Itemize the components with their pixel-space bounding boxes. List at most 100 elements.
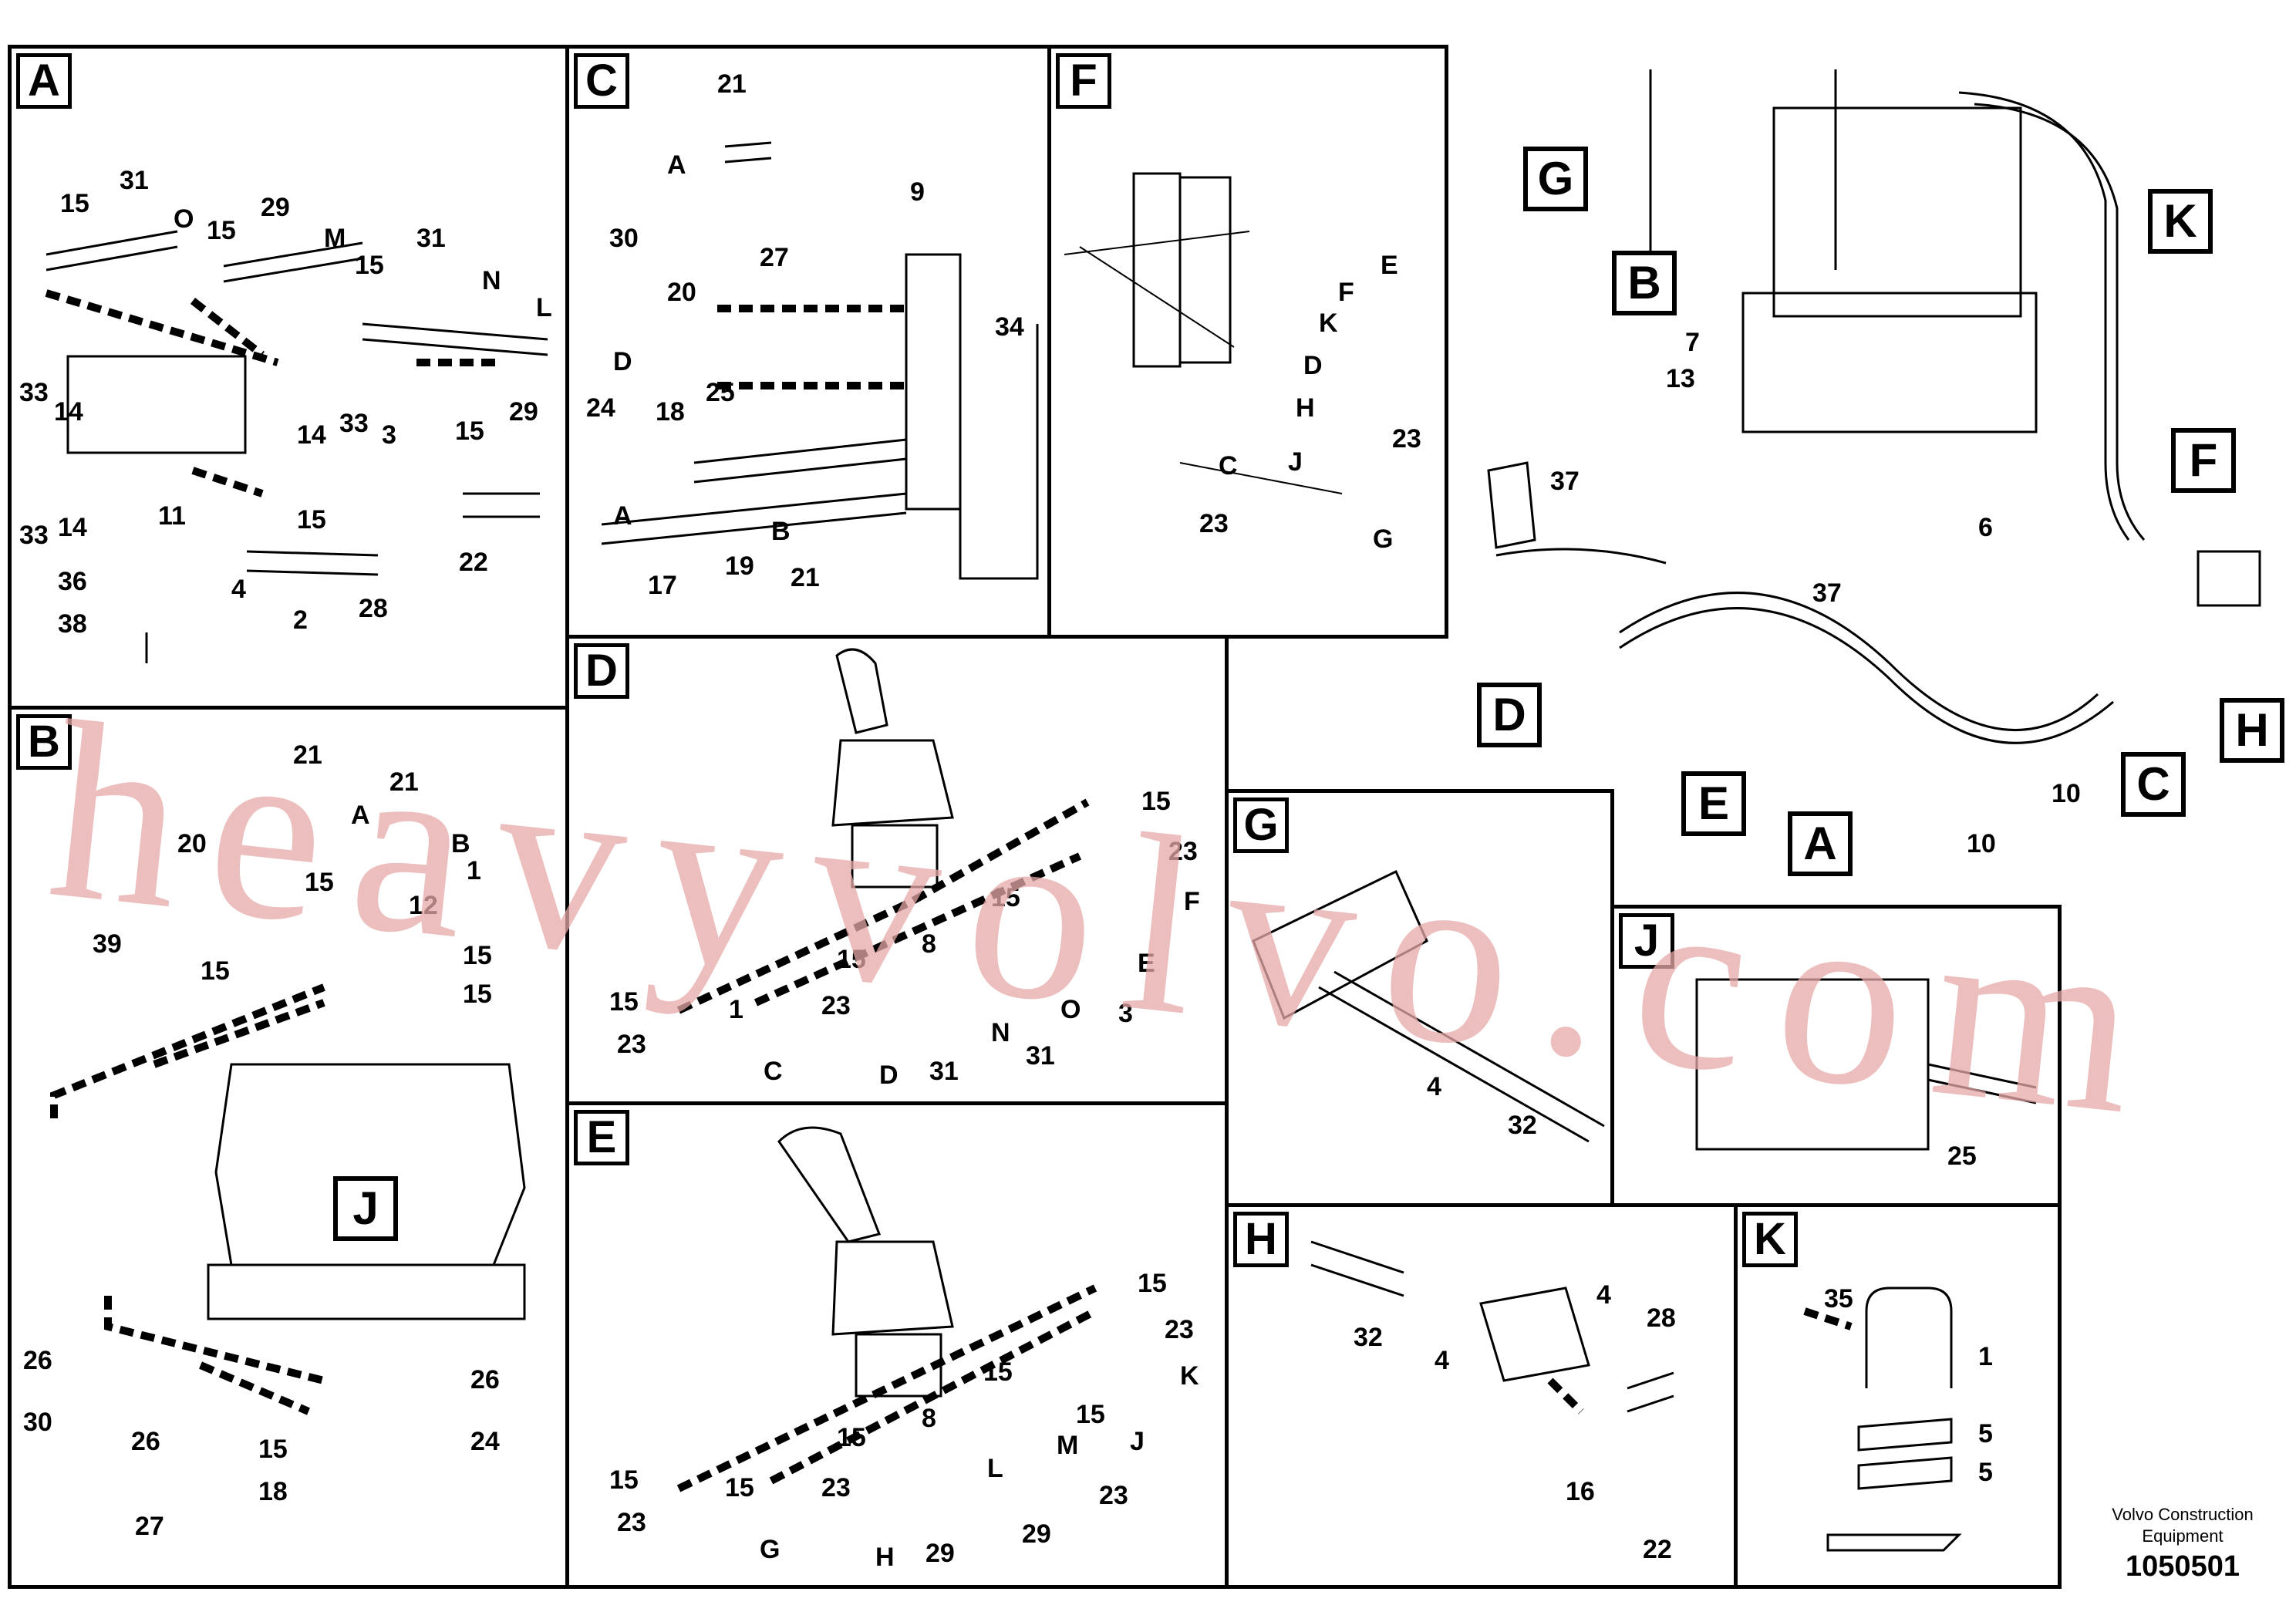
label-f-d: D [1303,351,1323,380]
label-e-23c: 23 [1099,1481,1128,1510]
label-ov-10b: 10 [1967,829,1996,858]
label-e-g: G [760,1535,780,1564]
label-f-e: E [1381,251,1398,280]
label-d-15d: 15 [609,987,639,1017]
label-c-9: 9 [910,177,925,207]
label-h-28: 28 [1647,1303,1676,1333]
label-k-5: 5 [1978,1419,1993,1448]
label-a-33: 33 [19,378,49,407]
label-e-23d: 23 [617,1508,646,1537]
label-h-32: 32 [1354,1323,1383,1352]
label-h-22: 22 [1643,1535,1672,1564]
publisher-name: Volvo Construction Equipment [2098,1504,2267,1547]
label-a-l: L [536,293,552,322]
label-a-14b: 14 [297,420,326,450]
panel-tag-b: B [16,714,72,770]
label-d-23b: 23 [821,991,851,1020]
label-e-23b: 23 [821,1473,851,1502]
label-d-d: D [879,1061,899,1090]
label-e-k: K [1180,1361,1199,1391]
label-a-31: 31 [120,166,149,195]
label-a-22: 22 [459,548,488,577]
label-e-23: 23 [1165,1315,1194,1344]
publisher-line-1: Volvo Construction [2112,1505,2254,1524]
panel-k: K [1734,1203,2062,1589]
panel-a: A [8,45,569,710]
overview-callout-c: C [2121,752,2186,817]
label-d-15b: 15 [991,883,1020,912]
overview-callout-k: K [2148,189,2213,254]
label-b-26c: 26 [470,1365,500,1394]
label-g-32: 32 [1508,1111,1537,1140]
label-d-23: 23 [1168,837,1198,866]
label-b-24: 24 [470,1427,500,1456]
label-a-29: 29 [261,193,290,222]
panel-tag-k: K [1742,1212,1798,1267]
label-a-38: 38 [58,609,87,639]
label-f-g: G [1373,524,1393,554]
label-d-1: 1 [729,995,743,1024]
label-e-15e: 15 [609,1465,639,1495]
label-d-n: N [991,1018,1010,1047]
label-e-l: L [987,1454,1003,1483]
panel-tag-a: A [16,53,72,109]
label-c-25: 25 [706,378,735,407]
label-b-26: 26 [23,1346,52,1375]
detail-callout-j: J [333,1176,398,1241]
label-a-15c: 15 [355,251,384,280]
label-ov-13: 13 [1666,364,1695,393]
label-ov-10: 10 [2052,779,2081,808]
label-a-o: O [174,204,194,234]
label-k-5b: 5 [1978,1458,1993,1487]
label-b-15b: 15 [463,941,492,970]
label-e-15f: 15 [725,1473,754,1502]
label-c-20: 20 [667,278,696,307]
panel-g: G [1225,789,1614,1207]
label-e-15b: 15 [983,1357,1013,1387]
label-ov-7: 7 [1685,328,1700,357]
label-c-27: 27 [760,243,789,272]
label-b-12: 12 [409,891,438,920]
label-h-4b: 4 [1596,1280,1611,1310]
label-e-15d: 15 [837,1423,866,1452]
label-j-25: 25 [1947,1141,1977,1171]
label-a-11: 11 [158,501,186,531]
label-a-33b: 33 [339,409,369,438]
label-b-15d: 15 [463,980,492,1009]
panel-tag-g: G [1233,798,1289,853]
valve-block-a [66,355,247,454]
label-a-14: 14 [54,397,83,427]
label-a-15: 15 [60,189,89,218]
label-a-36: 36 [58,567,87,596]
label-a-15e: 15 [297,505,326,534]
panel-j: J [1610,905,2062,1207]
label-d-f: F [1184,887,1200,916]
label-a-15d: 15 [455,416,484,446]
panel-tag-f: F [1056,53,1111,109]
overview-callout-h: H [2220,698,2284,763]
label-c-a2: A [613,501,632,531]
label-f-k: K [1319,309,1338,338]
label-a-15b: 15 [207,216,236,245]
overview-callout-g: G [1523,147,1588,211]
panel-f: F [1047,45,1448,639]
label-d-15c: 15 [837,945,866,974]
label-d-23c: 23 [617,1030,646,1059]
panel-e: E [565,1101,1229,1589]
label-ov-37: 37 [1550,467,1580,496]
label-f-23b: 23 [1199,509,1229,538]
panel-tag-j: J [1619,913,1674,969]
label-h-16: 16 [1566,1477,1595,1506]
label-a-29b: 29 [509,397,538,427]
label-e-j: J [1130,1427,1145,1456]
label-a-n: N [482,266,501,295]
label-f-h: H [1296,393,1315,423]
label-c-21b: 21 [791,563,820,592]
overview-callout-b: B [1612,251,1677,315]
label-b-26b: 26 [131,1427,160,1456]
label-a-31b: 31 [416,224,446,253]
label-c-a: A [667,150,686,180]
label-b-27: 27 [135,1512,164,1541]
